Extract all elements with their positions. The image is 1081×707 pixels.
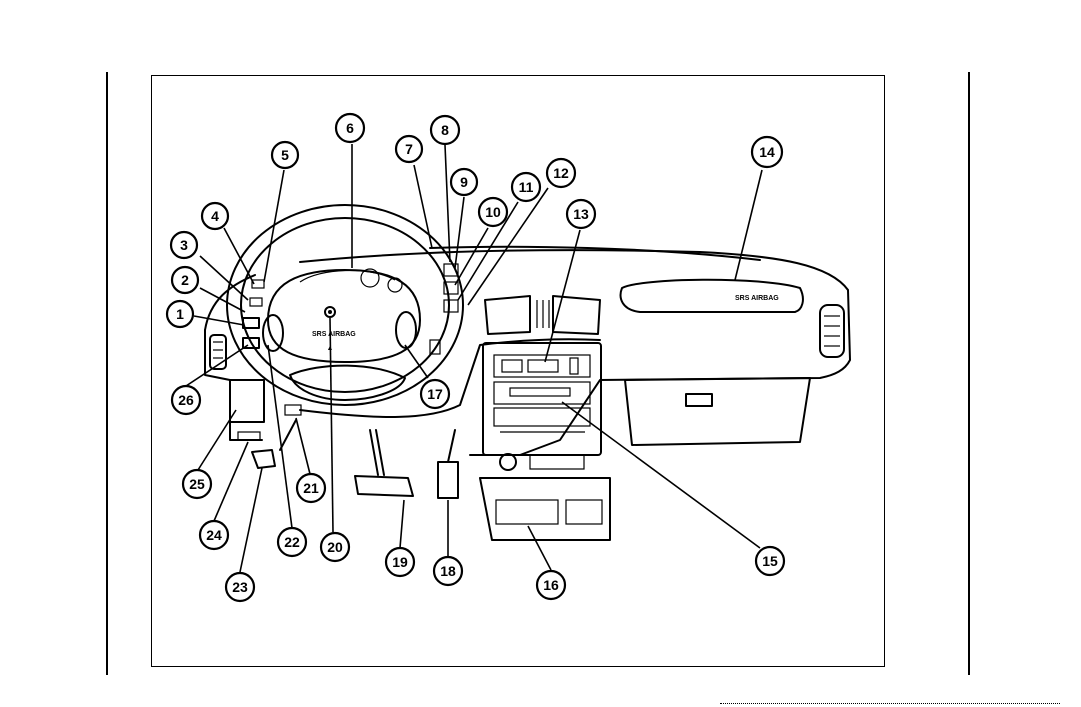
svg-text:21: 21 [303, 480, 319, 496]
svg-text:11: 11 [519, 179, 534, 195]
callout-15: 15 [756, 547, 784, 575]
svg-text:19: 19 [392, 554, 408, 570]
svg-text:5: 5 [281, 147, 289, 163]
callout-13: 13 [567, 200, 595, 228]
callout-24: 24 [200, 521, 228, 549]
svg-text:14: 14 [759, 144, 775, 160]
callout-1: 1 [167, 301, 193, 327]
callout-22: 22 [278, 528, 306, 556]
callout-21: 21 [297, 474, 325, 502]
svg-text:7: 7 [405, 141, 413, 157]
callout-10: 10 [479, 198, 507, 226]
callout-25: 25 [183, 470, 211, 498]
callout-12: 12 [547, 159, 575, 187]
driver-airbag-label: SRS AIRBAG [312, 331, 356, 338]
callout-3: 3 [171, 232, 197, 258]
svg-text:22: 22 [284, 534, 300, 550]
passenger-airbag-label: SRS AIRBAG [735, 295, 779, 302]
svg-text:25: 25 [189, 476, 205, 492]
callout-7: 7 [396, 136, 422, 162]
leader-lines [186, 144, 762, 572]
svg-text:9: 9 [460, 174, 468, 190]
svg-text:17: 17 [427, 386, 443, 402]
callout-9: 9 [451, 169, 477, 195]
callout-26: 26 [172, 386, 200, 414]
svg-text:20: 20 [327, 539, 343, 555]
svg-text:18: 18 [440, 563, 456, 579]
callout-14: 14 [752, 137, 782, 167]
svg-text:10: 10 [485, 204, 501, 220]
svg-text:16: 16 [543, 577, 559, 593]
callout-20: 20 [321, 533, 349, 561]
svg-text:4: 4 [211, 208, 219, 224]
callout-19: 19 [386, 548, 414, 576]
callout-23: 23 [226, 573, 254, 601]
svg-text:13: 13 [573, 206, 589, 222]
svg-text:8: 8 [441, 122, 449, 138]
svg-text:1: 1 [176, 306, 184, 322]
svg-text:2: 2 [181, 272, 189, 288]
callout-2: 2 [172, 267, 198, 293]
svg-text:26: 26 [178, 392, 194, 408]
callout-5: 5 [272, 142, 298, 168]
svg-text:24: 24 [206, 527, 222, 543]
svg-text:3: 3 [180, 237, 188, 253]
svg-text:23: 23 [232, 579, 248, 595]
callout-6: 6 [336, 114, 364, 142]
callout-11: 11 [512, 173, 540, 201]
callout-16: 16 [537, 571, 565, 599]
callout-8: 8 [431, 116, 459, 144]
callout-4: 4 [202, 203, 228, 229]
svg-text:12: 12 [553, 165, 569, 181]
svg-text:6: 6 [346, 120, 354, 136]
svg-text:15: 15 [762, 553, 778, 569]
callout-18: 18 [434, 557, 462, 585]
callout-17: 17 [421, 380, 449, 408]
